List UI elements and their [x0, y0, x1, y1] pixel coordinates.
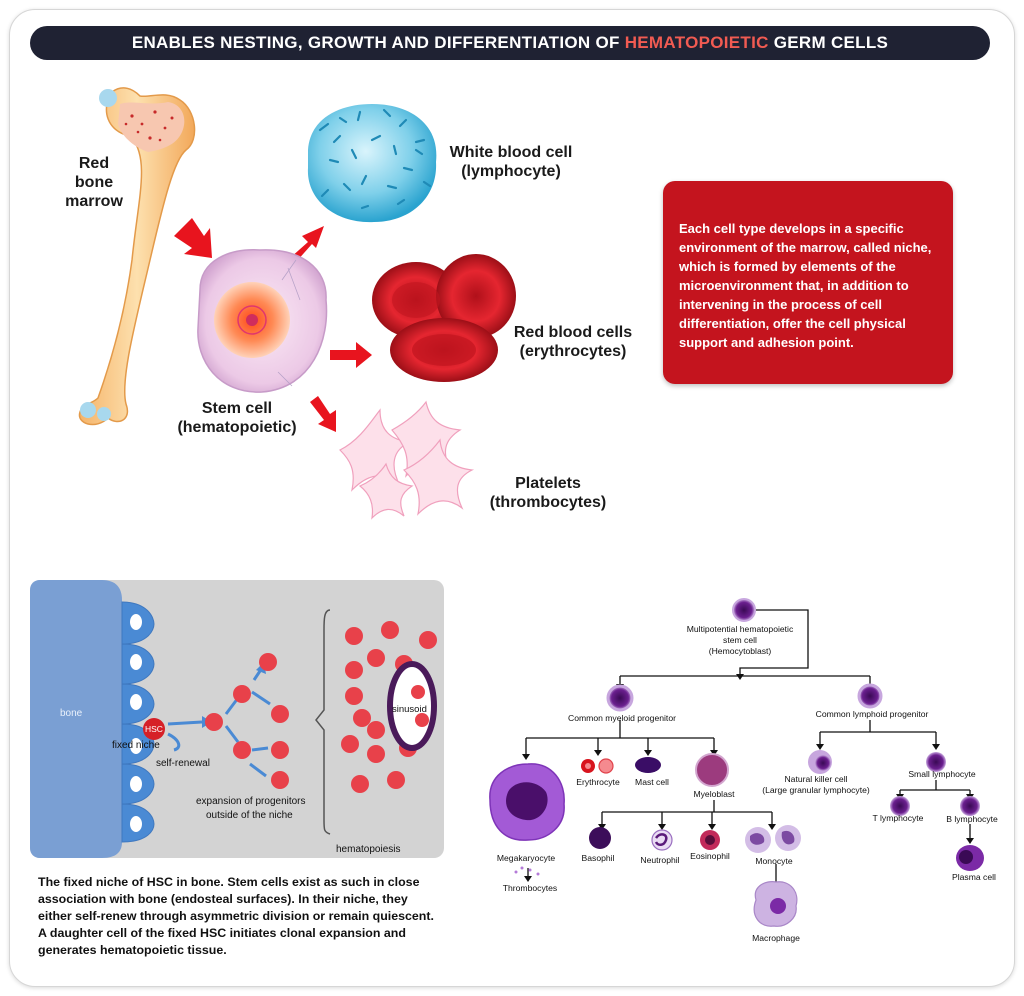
label-red-blood-cells: Red blood cells (erythrocytes): [500, 323, 646, 361]
megakaryocyte-label: Megakaryocyte: [497, 853, 555, 863]
label-stem-line2: (hematopoietic): [177, 419, 297, 436]
myeloid-label: Common myeloid progenitor: [568, 713, 676, 723]
label-platelets-line2: (thrombocytes): [489, 494, 607, 511]
arrow-stem-to-rbc: [330, 342, 372, 368]
niche-info-text: Each cell type develops in a specific en…: [679, 221, 932, 350]
label-platelets-line1: Platelets: [515, 475, 581, 492]
arrow-stem-to-platelets: [310, 396, 336, 432]
plasma-cell: [956, 845, 984, 871]
expansion-label-line2: outside of the niche: [206, 810, 293, 821]
sinusoid-label: sinusoid: [392, 704, 427, 715]
expansion-label-line1: expansion of progenitors: [196, 796, 306, 807]
mast-cell-label: Mast cell: [635, 777, 669, 787]
lymphoid-label: Common lymphoid progenitor: [816, 709, 929, 719]
label-bone-line2: bone: [74, 174, 114, 191]
label-rbc-line2: (erythrocytes): [519, 343, 627, 360]
white-blood-cell-illustration: [307, 104, 437, 223]
red-blood-cells-illustration: [372, 254, 516, 382]
nk-label-1: Natural killer cell: [784, 774, 847, 784]
platelets-illustration: [338, 400, 475, 520]
nk-label-2: (Large granular lymphocyte): [762, 785, 870, 795]
arrow-stem-to-wbc: [290, 226, 324, 262]
label-white-blood-cell: White blood cell (lymphocyte): [436, 143, 586, 181]
root-label-2: stem cell: [723, 635, 757, 645]
sinusoid: [387, 661, 437, 751]
label-stem-cell: Stem cell (hematopoietic): [162, 399, 312, 437]
bone-illustration: [78, 87, 196, 426]
monocyte-label: Monocyte: [755, 856, 792, 866]
b-lymphocyte-label: B lymphocyte: [946, 814, 998, 824]
label-bone-line3: marrow: [65, 193, 123, 210]
label-wbc-line2: (lymphocyte): [461, 163, 561, 180]
fixed-niche-label: fixed niche: [112, 740, 160, 751]
label-platelets: Platelets (thrombocytes): [478, 474, 618, 512]
niche-info-box: Each cell type develops in a specific en…: [663, 181, 953, 384]
hsc-cell: [143, 718, 165, 740]
hsc-niche-diagram: bone HSC fixed niche self-renewal expans…: [30, 580, 444, 858]
macrophage-label: Macrophage: [752, 933, 800, 943]
self-renewal-label: self-renewal: [156, 758, 210, 769]
thrombocytes-dots: [514, 866, 540, 876]
label-stem-line1: Stem cell: [201, 400, 273, 417]
hematopoietic-cells: [341, 621, 437, 793]
header-banner: ENABLES NESTING, GROWTH AND DIFFERENTIAT…: [30, 26, 990, 60]
myeloblast-label: Myeloblast: [693, 789, 735, 799]
hsc-label: HSC: [145, 724, 163, 734]
b-lymphocyte-cell: [960, 796, 980, 816]
small-lymphocyte-label: Small lymphocyte: [908, 769, 976, 779]
tree-connectors: [525, 609, 971, 884]
hematopoiesis-label: hematopoiesis: [336, 844, 400, 855]
thrombocytes-label: Thrombocytes: [503, 883, 557, 893]
lineage-tree: Multipotential hematopoietic stem cell (…: [489, 598, 998, 943]
stem-cell-illustration: [197, 249, 328, 393]
bone-label: bone: [60, 708, 83, 719]
basophil-label: Basophil: [582, 853, 615, 863]
small-lymphocyte-cell: [926, 752, 946, 772]
label-rbc-line1: Red blood cells: [513, 324, 633, 341]
t-lymphocyte-label: T lymphocyte: [873, 813, 924, 823]
niche-caption: The fixed niche of HSC in bone. Stem cel…: [38, 875, 434, 957]
arrow-bone-to-stem: [174, 218, 212, 258]
plasma-cell-label: Plasma cell: [952, 872, 996, 882]
progenitor-cells: [205, 653, 289, 789]
myeloblast-cell: [695, 753, 729, 787]
hematopoiesis-illustration: [78, 87, 516, 520]
label-red-bone-marrow: Red bone marrow: [44, 154, 144, 211]
t-lymphocyte-cell: [890, 796, 910, 816]
erythrocyte-cells: [581, 758, 614, 774]
neutrophil-cell: [651, 829, 673, 851]
myeloid-progenitor-cell: [606, 684, 634, 712]
erythrocyte-label: Erythrocyte: [576, 777, 620, 787]
banner-suffix: GERM CELLS: [773, 33, 889, 52]
basophil-cell: [589, 827, 611, 849]
root-label-1: Multipotential hematopoietic: [687, 624, 794, 634]
monocyte-cells: [745, 825, 801, 853]
label-wbc-line1: White blood cell: [449, 144, 573, 161]
macrophage-cell: [753, 881, 798, 927]
banner-highlight: HEMATOPOIETIC: [624, 33, 769, 52]
megakaryocyte-cell: [489, 763, 565, 841]
mast-cell: [635, 757, 661, 773]
hemocytoblast-cell: [732, 598, 756, 622]
root-label-3: (Hemocytoblast): [709, 646, 772, 656]
eosinophil-label: Eosinophil: [690, 851, 730, 861]
banner-prefix: ENABLES NESTING, GROWTH AND DIFFERENTIAT…: [131, 33, 620, 52]
label-bone-line1: Red: [78, 155, 110, 172]
neutrophil-label: Neutrophil: [640, 855, 679, 865]
lymphoid-progenitor-cell: [857, 683, 883, 709]
bracket: [315, 609, 331, 835]
